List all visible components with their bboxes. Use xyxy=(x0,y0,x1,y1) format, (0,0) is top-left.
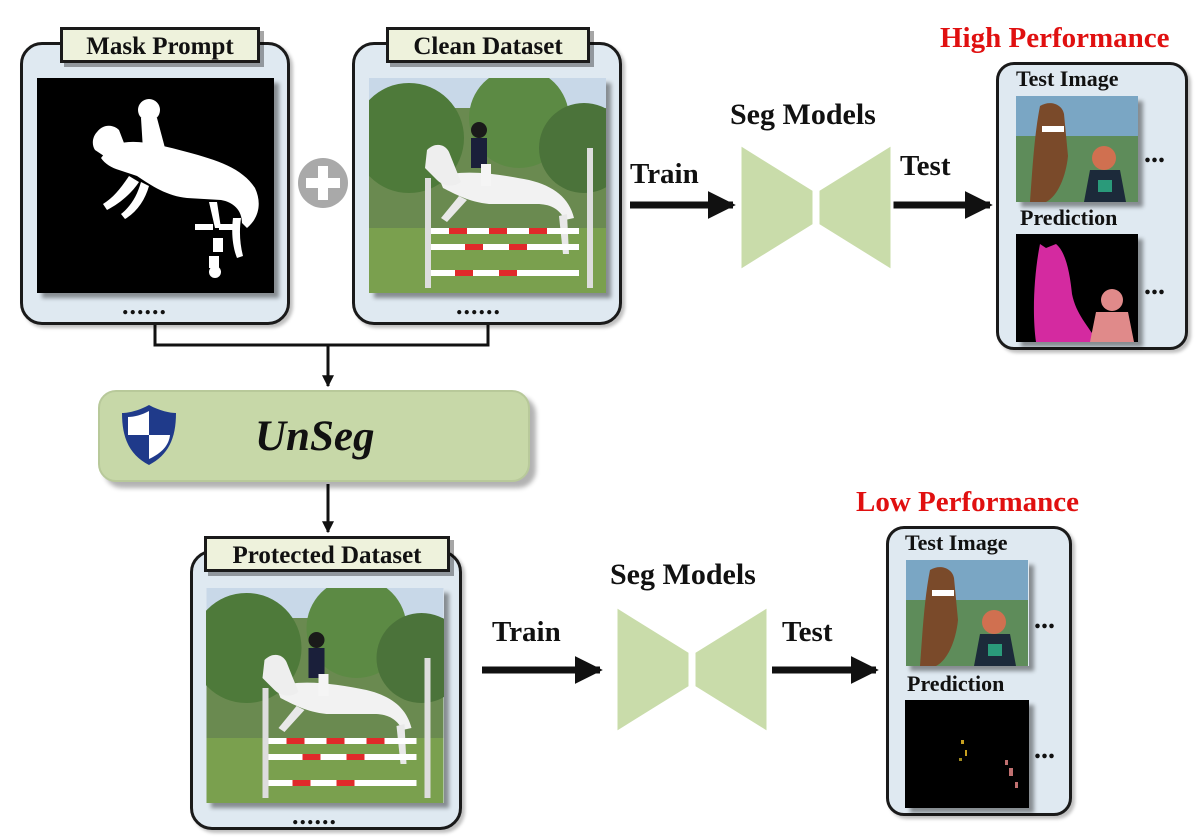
low-performance-label: Low Performance xyxy=(856,486,1080,518)
mask-prompt-image xyxy=(37,78,274,293)
bottom-test-image xyxy=(905,560,1029,666)
top-train-label: Train xyxy=(630,158,699,190)
unseg-title: UnSeg xyxy=(255,413,375,460)
top-prediction-image xyxy=(1016,234,1138,342)
protected-dataset-dots: ...... xyxy=(292,801,337,830)
protected-dataset-image xyxy=(206,588,444,803)
top-test-label: Test xyxy=(900,150,951,182)
bottom-test-ellipsis: ... xyxy=(1034,604,1055,635)
top-seg-model-icon xyxy=(738,141,894,274)
top-model-label: Seg Models xyxy=(730,98,876,131)
clean-dataset-tag: Clean Dataset xyxy=(386,27,590,63)
shield-icon xyxy=(122,405,176,465)
bottom-seg-model-icon xyxy=(614,603,770,736)
top-test-image-label: Test Image xyxy=(1016,66,1119,91)
high-performance-label: High Performance xyxy=(940,22,1170,54)
clean-dataset-dots: ...... xyxy=(456,291,501,320)
bottom-prediction-label: Prediction xyxy=(907,671,1005,696)
bottom-train-label: Train xyxy=(492,616,561,648)
top-prediction-ellipsis: ... xyxy=(1144,270,1165,301)
plus-circle-icon xyxy=(298,158,348,208)
merge-connector xyxy=(153,325,490,347)
clean-dataset-image xyxy=(369,78,606,293)
top-test-image xyxy=(1016,96,1138,202)
bottom-model-label: Seg Models xyxy=(610,558,756,591)
top-test-ellipsis: ... xyxy=(1144,138,1165,169)
top-prediction-label: Prediction xyxy=(1020,205,1118,230)
mask-prompt-dots: ...... xyxy=(122,291,167,320)
protected-dataset-tag: Protected Dataset xyxy=(204,536,450,572)
mask-prompt-tag: Mask Prompt xyxy=(60,27,260,63)
bottom-test-label: Test xyxy=(782,616,833,648)
bottom-prediction-image xyxy=(905,700,1029,808)
bottom-prediction-ellipsis: ... xyxy=(1034,734,1055,765)
bottom-test-image-label: Test Image xyxy=(905,530,1008,555)
